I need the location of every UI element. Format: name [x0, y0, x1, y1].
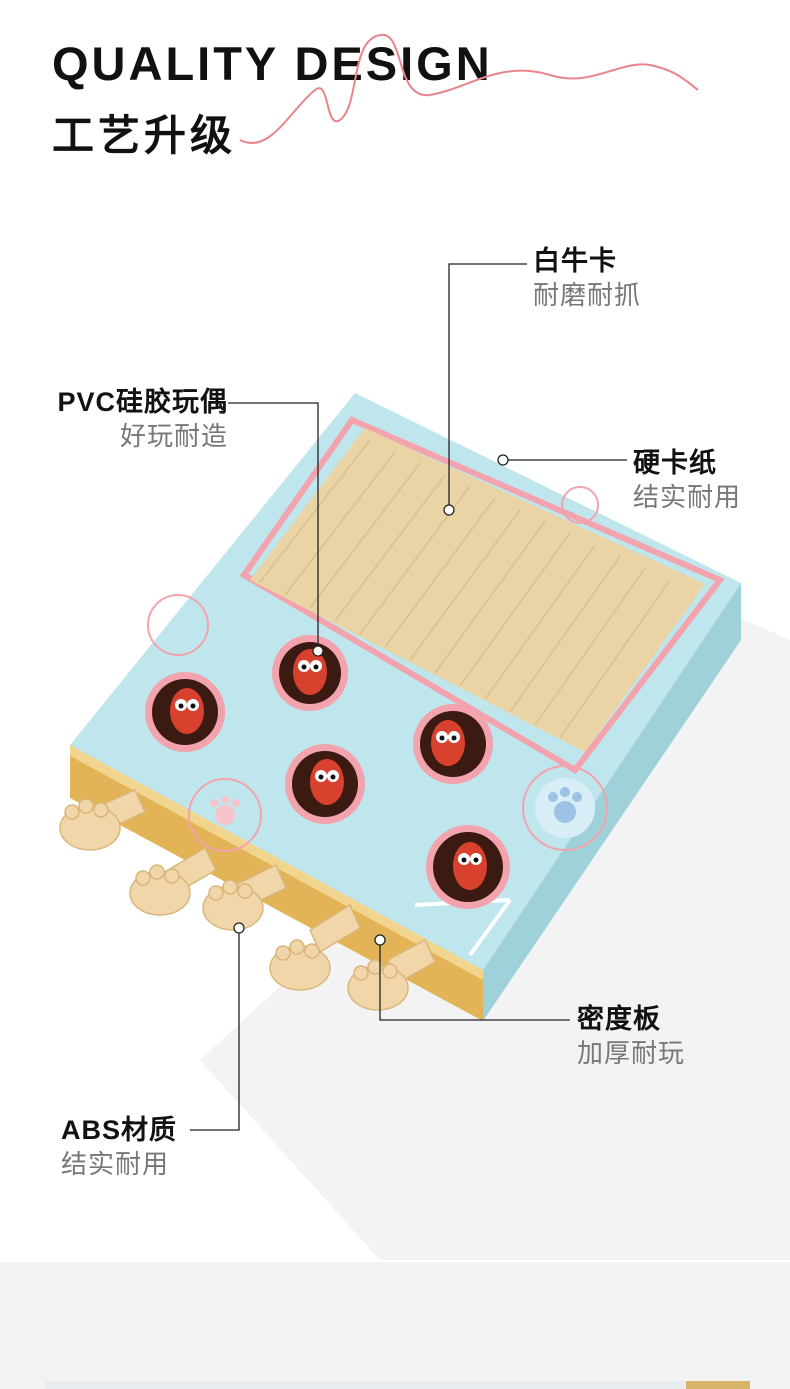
page-title-en: QUALITY DESIGN — [52, 37, 493, 90]
callout-title: ABS材质 — [61, 1115, 178, 1145]
doll-hole — [285, 744, 365, 824]
doll-hole — [272, 635, 348, 711]
callout-title: PVC硅胶玩偶 — [57, 387, 228, 417]
next-section-band — [0, 1262, 790, 1389]
callout-subtitle: 结实耐用 — [61, 1149, 170, 1179]
callout-subtitle: 好玩耐造 — [119, 421, 228, 451]
doll-hole — [426, 825, 510, 909]
callout-subtitle: 耐磨耐抓 — [533, 280, 642, 310]
callout-density-board: 密度板 加厚耐玩 — [577, 1002, 685, 1070]
callout-subtitle: 结实耐用 — [633, 482, 742, 512]
paw-handle — [269, 903, 361, 991]
next-section-gold-strip — [686, 1381, 750, 1389]
callout-pvc-doll: PVC硅胶玩偶 好玩耐造 — [42, 385, 228, 453]
callout-title: 白牛卡 — [533, 246, 617, 276]
callout-subtitle: 加厚耐玩 — [577, 1038, 686, 1068]
paw-handle — [347, 938, 436, 1011]
paw-handles — [59, 789, 436, 1011]
callout-title: 密度板 — [577, 1004, 661, 1034]
next-section-strip — [45, 1381, 750, 1389]
page-title-cn: 工艺升级 — [52, 112, 237, 159]
callout-title: 硬卡纸 — [633, 448, 717, 478]
callout-abs-material: ABS材质 结实耐用 — [61, 1113, 177, 1181]
doll-holes — [145, 635, 510, 909]
callout-white-card: 白牛卡 耐磨耐抓 — [533, 244, 641, 312]
callout-hard-card: 硬卡纸 结实耐用 — [633, 446, 741, 514]
doll-hole — [413, 704, 493, 784]
doll-hole — [145, 672, 225, 752]
paw-handle — [202, 863, 287, 931]
paw-handle — [129, 846, 217, 916]
scratch-pad — [250, 428, 705, 752]
paw-handle — [59, 789, 146, 851]
decorative-squiggle — [239, 33, 699, 144]
